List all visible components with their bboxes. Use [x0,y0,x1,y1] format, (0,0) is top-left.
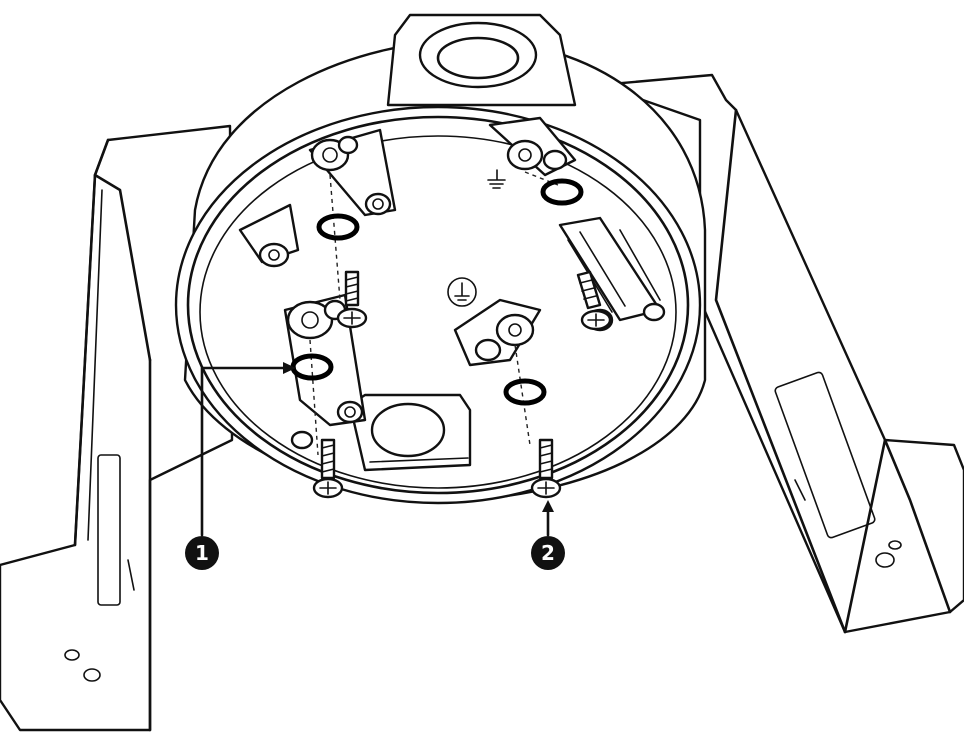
callout-2-badge [531,536,565,570]
screw [530,438,562,499]
screws [312,270,612,499]
screw [336,270,368,329]
o-ring [316,213,360,241]
screw [576,270,612,331]
o-ring [503,378,547,406]
alignment-lines [309,171,559,456]
o-ring [540,178,584,206]
callout-1-label: 1 [195,541,209,565]
callout-1-badge [185,536,219,570]
screw [312,438,344,499]
callout-2: 2 [531,500,565,570]
callout-1: 1 [185,362,296,570]
callout-2-label: 2 [541,541,555,565]
